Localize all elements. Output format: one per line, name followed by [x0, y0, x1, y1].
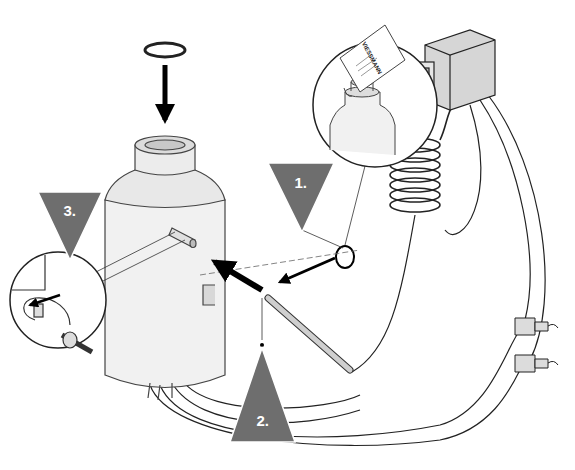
callout-triangle — [268, 163, 334, 232]
callout-number: 1. — [295, 174, 308, 191]
callout-triangle — [230, 348, 295, 442]
callout-number: 3. — [64, 202, 77, 219]
callout-number: 2. — [257, 412, 270, 429]
callout-triangle — [38, 192, 102, 260]
